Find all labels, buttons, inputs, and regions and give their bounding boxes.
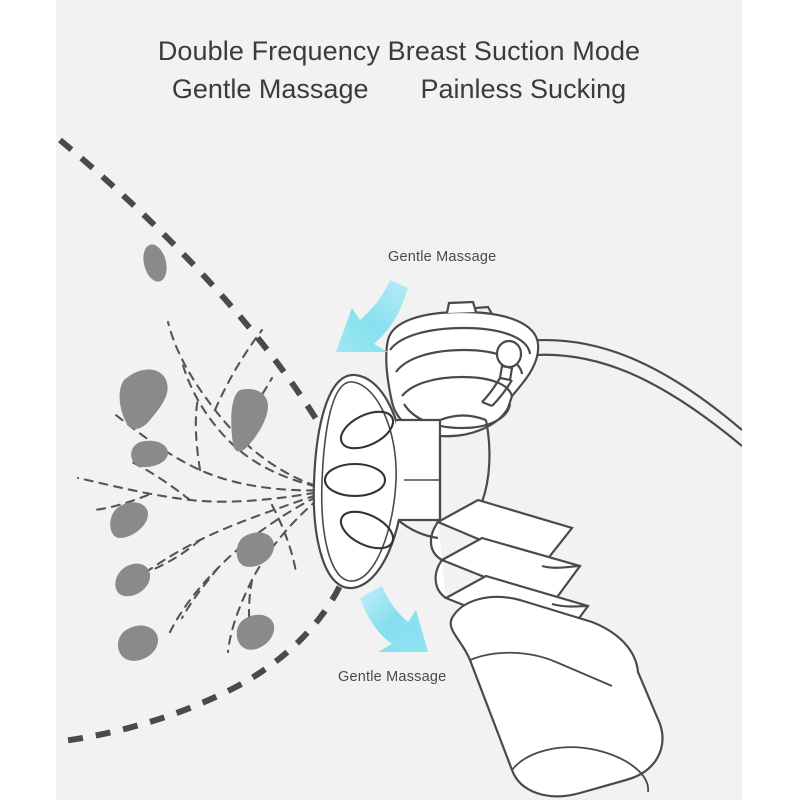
shield-opening-top xyxy=(339,410,395,450)
milk-duct-network xyxy=(76,320,332,654)
subtitle-painless-sucking: Painless Sucking xyxy=(420,74,627,104)
collection-bottle xyxy=(449,595,664,798)
headings-block: Double Frequency Breast Suction Mode Gen… xyxy=(56,34,742,106)
callout-label-top: Gentle Massage xyxy=(388,249,497,265)
subtitle-gentle-massage: Gentle Massage xyxy=(171,74,369,104)
breast-shield xyxy=(312,373,491,590)
pump-motor-head xyxy=(385,300,540,438)
callout-label-bottom: Gentle Massage xyxy=(338,669,447,685)
shield-opening-middle xyxy=(323,462,387,498)
shield-opening-bottom xyxy=(339,510,395,550)
massage-arrow-top xyxy=(336,280,408,352)
milk-lobules xyxy=(110,244,275,661)
air-tube xyxy=(516,338,742,447)
massage-arrow-bottom xyxy=(360,586,428,652)
page-title: Double Frequency Breast Suction Mode xyxy=(157,36,641,66)
breast-outline xyxy=(56,137,360,745)
subtitle-row: Gentle Massage Painless Sucking xyxy=(56,72,742,106)
tube-connector-knob xyxy=(481,339,523,408)
